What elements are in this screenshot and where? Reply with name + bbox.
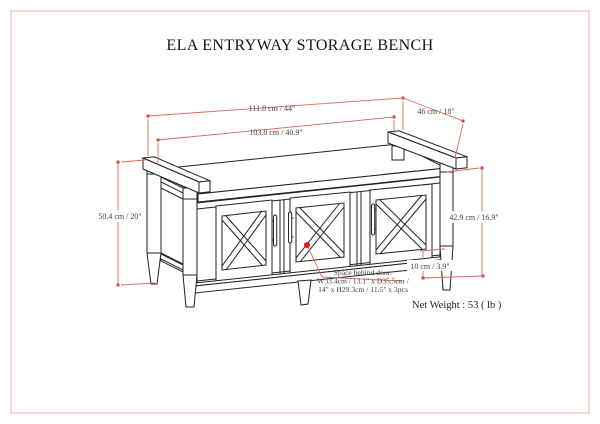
front-left-post xyxy=(182,187,198,308)
dim-label-overall-height: 50.4 cm / 20" xyxy=(98,212,141,221)
left-end-assembly xyxy=(141,156,212,308)
space-annotation: Space behind door: W33.4cm / 13.1" x D35… xyxy=(304,242,410,294)
page-border xyxy=(10,10,590,414)
back-left-post xyxy=(146,161,162,285)
front-middle-leg xyxy=(297,279,312,306)
space-note-line3: 14" x H29.3cm / 11.5" x 3pcs xyxy=(318,285,408,294)
dim-inner-width: 103.8 cm / 40.9" xyxy=(156,115,396,165)
cabinet-door-middle xyxy=(289,191,351,275)
door-stiles xyxy=(279,191,362,276)
dim-depth: 46 cm / 18" xyxy=(402,97,465,159)
page-title: ELA ENTRYWAY STORAGE BENCH xyxy=(166,37,433,54)
dim-interior-height: 42.9 cm / 16.9" xyxy=(446,166,500,276)
dim-label-leg-height: 10 cm / 3.9" xyxy=(410,262,449,271)
dim-overall-height: 50.4 cm / 20" xyxy=(98,159,156,287)
door-handle-middle xyxy=(288,211,293,244)
bench-drawing xyxy=(141,130,468,308)
cabinet-door-left xyxy=(215,199,273,283)
dim-label-overall-width: 111.8 cm / 44" xyxy=(249,104,296,113)
door-handle-left xyxy=(273,214,278,247)
dim-label-interior-height: 42.9 cm / 16.9" xyxy=(449,213,498,222)
dim-label-depth: 46 cm / 18" xyxy=(417,107,454,116)
space-note-line2: W33.4cm / 13.1" x D35.5cm / xyxy=(317,277,410,286)
cabinet-door-right xyxy=(369,183,433,267)
door-handle-right xyxy=(371,203,376,236)
door-marker-dot xyxy=(304,242,310,248)
door-handles xyxy=(271,203,377,247)
space-note-line1: Space behind door: xyxy=(334,268,393,277)
dim-leg-height: 10 cm / 3.9" xyxy=(407,248,485,280)
right-end-assembly xyxy=(387,130,468,291)
dim-label-inner-width: 103.8 cm / 40.9" xyxy=(249,128,302,137)
net-weight-label: Net Weight : 53 ( lb ) xyxy=(412,300,502,311)
